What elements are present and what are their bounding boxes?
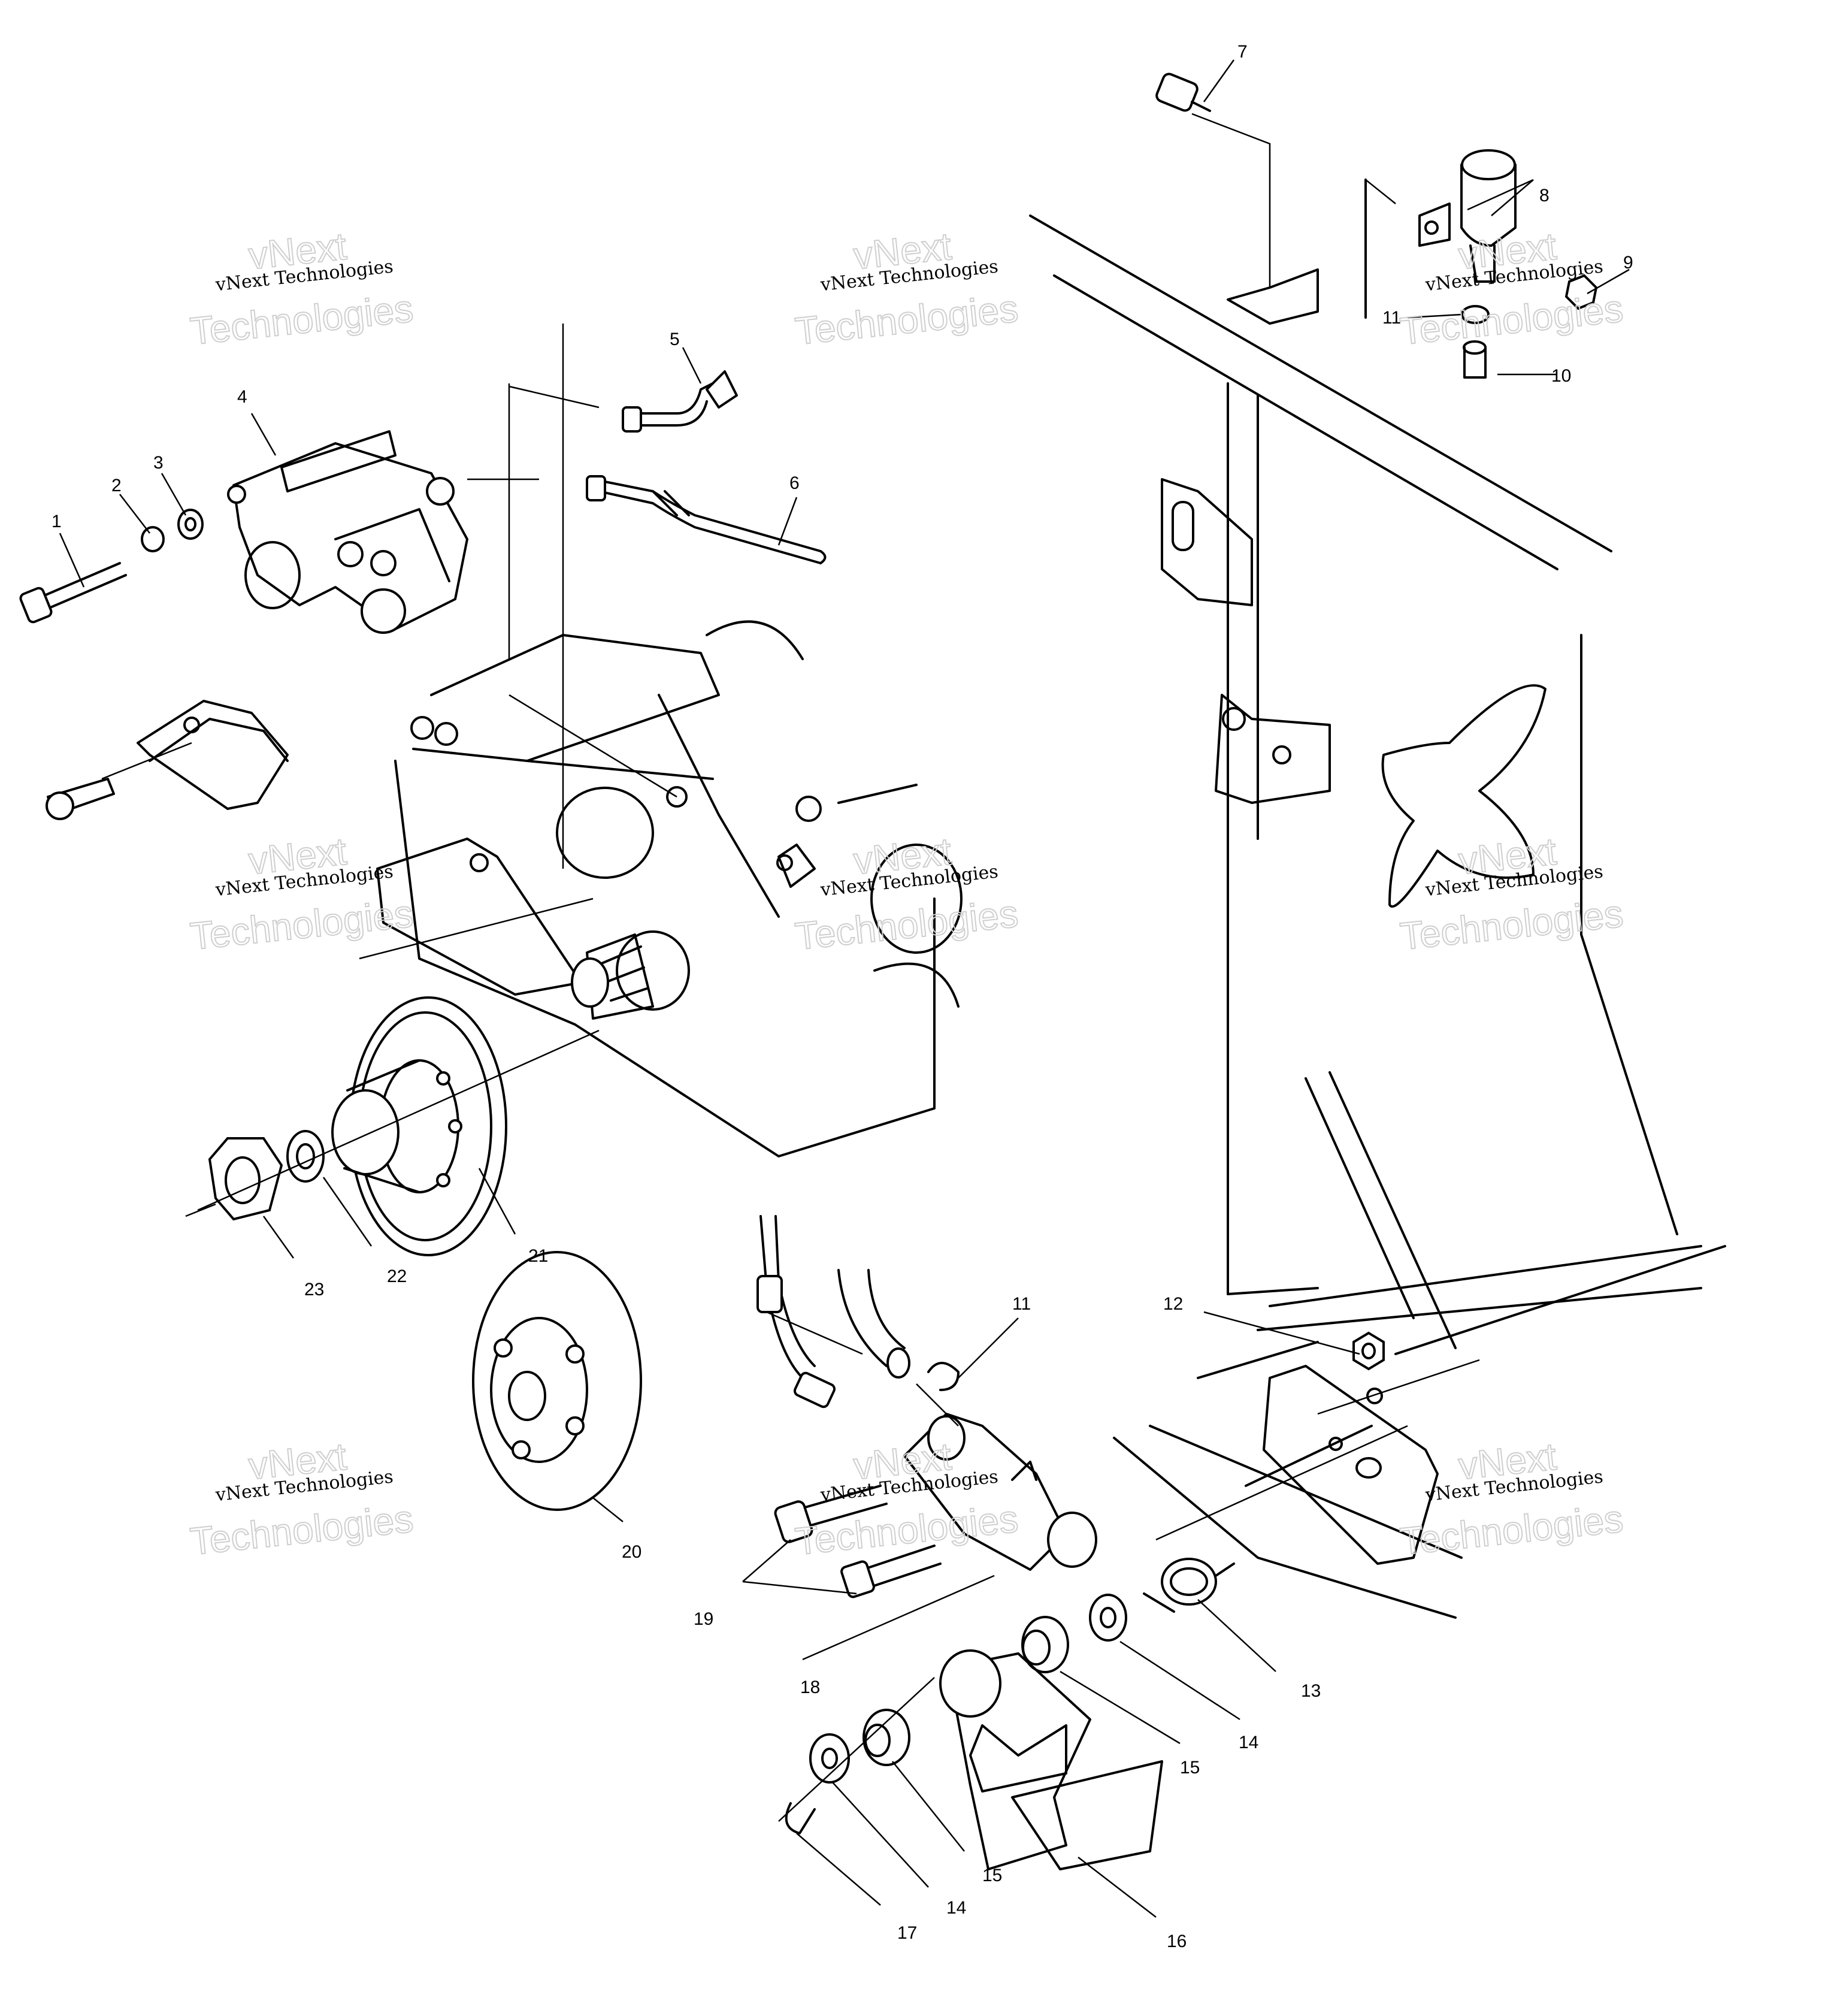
callout-19: 19 [694, 1609, 713, 1629]
callout-20: 20 [622, 1542, 641, 1562]
callout-11-upper: 11 [1382, 308, 1401, 328]
callout-2: 2 [111, 476, 122, 495]
callout-11-lower: 11 [1012, 1294, 1031, 1314]
callout-14-right: 14 [1239, 1733, 1258, 1752]
callout-18: 18 [800, 1678, 820, 1697]
watermark-outline-technologies: Technologies [188, 1497, 415, 1563]
watermark-bottom-center: vNext Technologies vNext Technologies [792, 1434, 1021, 1564]
callout-4: 4 [237, 387, 247, 407]
watermark-mid-right: vNext Technologies vNext Technologies [1397, 829, 1626, 959]
watermark-mid-center: vNext Technologies vNext Technologies [792, 829, 1021, 959]
brake-lever-assembly [774, 1331, 1439, 1870]
callout-13: 13 [1301, 1681, 1321, 1701]
center-lines [101, 113, 1480, 1822]
callout-14-left: 14 [946, 1898, 966, 1918]
watermark-outline-technologies: Technologies [793, 891, 1020, 958]
watermark-outline-technologies: Technologies [793, 286, 1020, 353]
callout-22: 22 [387, 1267, 407, 1286]
engine-housing [376, 620, 963, 1157]
master-cylinder-reservoir [1155, 72, 1598, 379]
callout-8: 8 [1539, 186, 1550, 205]
watermark-bottom-right: vNext Technologies vNext Technologies [1397, 1434, 1626, 1564]
callout-15-right: 15 [1180, 1758, 1200, 1778]
brake-pads [46, 700, 289, 820]
watermark-outline-technologies: Technologies [1398, 1497, 1625, 1563]
watermark-bottom-left: vNext Technologies vNext Technologies [187, 1434, 416, 1564]
callout-17: 17 [897, 1923, 917, 1943]
watermark-outline-technologies: Technologies [1398, 891, 1625, 958]
rotor-disc [472, 1251, 642, 1511]
callout-16: 16 [1167, 1932, 1187, 1951]
watermark-outline-technologies: Technologies [188, 286, 415, 353]
callout-23: 23 [304, 1280, 324, 1299]
callout-7: 7 [1237, 42, 1248, 62]
watermark-top-center: vNext Technologies vNext Technologies [792, 224, 1021, 354]
brake-disc-hub [185, 996, 507, 1256]
callout-12: 12 [1163, 1294, 1183, 1314]
callout-21: 21 [528, 1246, 548, 1266]
callout-numbers: 1 2 3 4 5 6 7 8 9 10 11 11 12 13 14 14 1… [52, 42, 1633, 1951]
callout-10: 10 [1551, 366, 1571, 386]
leader-lines [59, 59, 1630, 1918]
callout-15-left: 15 [982, 1866, 1002, 1885]
callout-5: 5 [670, 330, 680, 349]
watermark-outline-technologies: Technologies [188, 891, 415, 958]
brake-caliper [19, 430, 468, 634]
watermark-top-left: vNext Technologies vNext Technologies [187, 224, 416, 354]
brake-lines [586, 370, 910, 1409]
callout-9: 9 [1623, 253, 1633, 273]
watermark-outline-technologies: Technologies [1398, 286, 1625, 353]
callout-1: 1 [52, 512, 62, 531]
callout-6: 6 [789, 473, 800, 493]
callout-3: 3 [153, 453, 164, 473]
watermark-outline-technologies: Technologies [793, 1497, 1020, 1563]
